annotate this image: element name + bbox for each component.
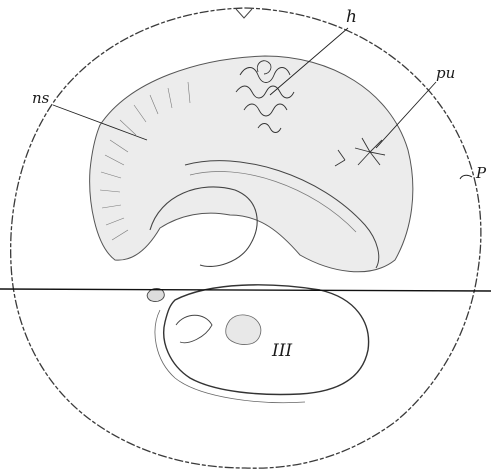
ventricle-III bbox=[164, 285, 369, 395]
top-notch bbox=[236, 9, 252, 18]
label-ns: ns bbox=[32, 89, 50, 107]
label-III: III bbox=[271, 341, 292, 361]
ventricle-inner-blob bbox=[226, 315, 261, 345]
label-pu: pu bbox=[436, 64, 455, 82]
small-loop bbox=[147, 289, 164, 302]
label-h: h bbox=[346, 7, 357, 27]
label-p: P bbox=[475, 164, 487, 182]
